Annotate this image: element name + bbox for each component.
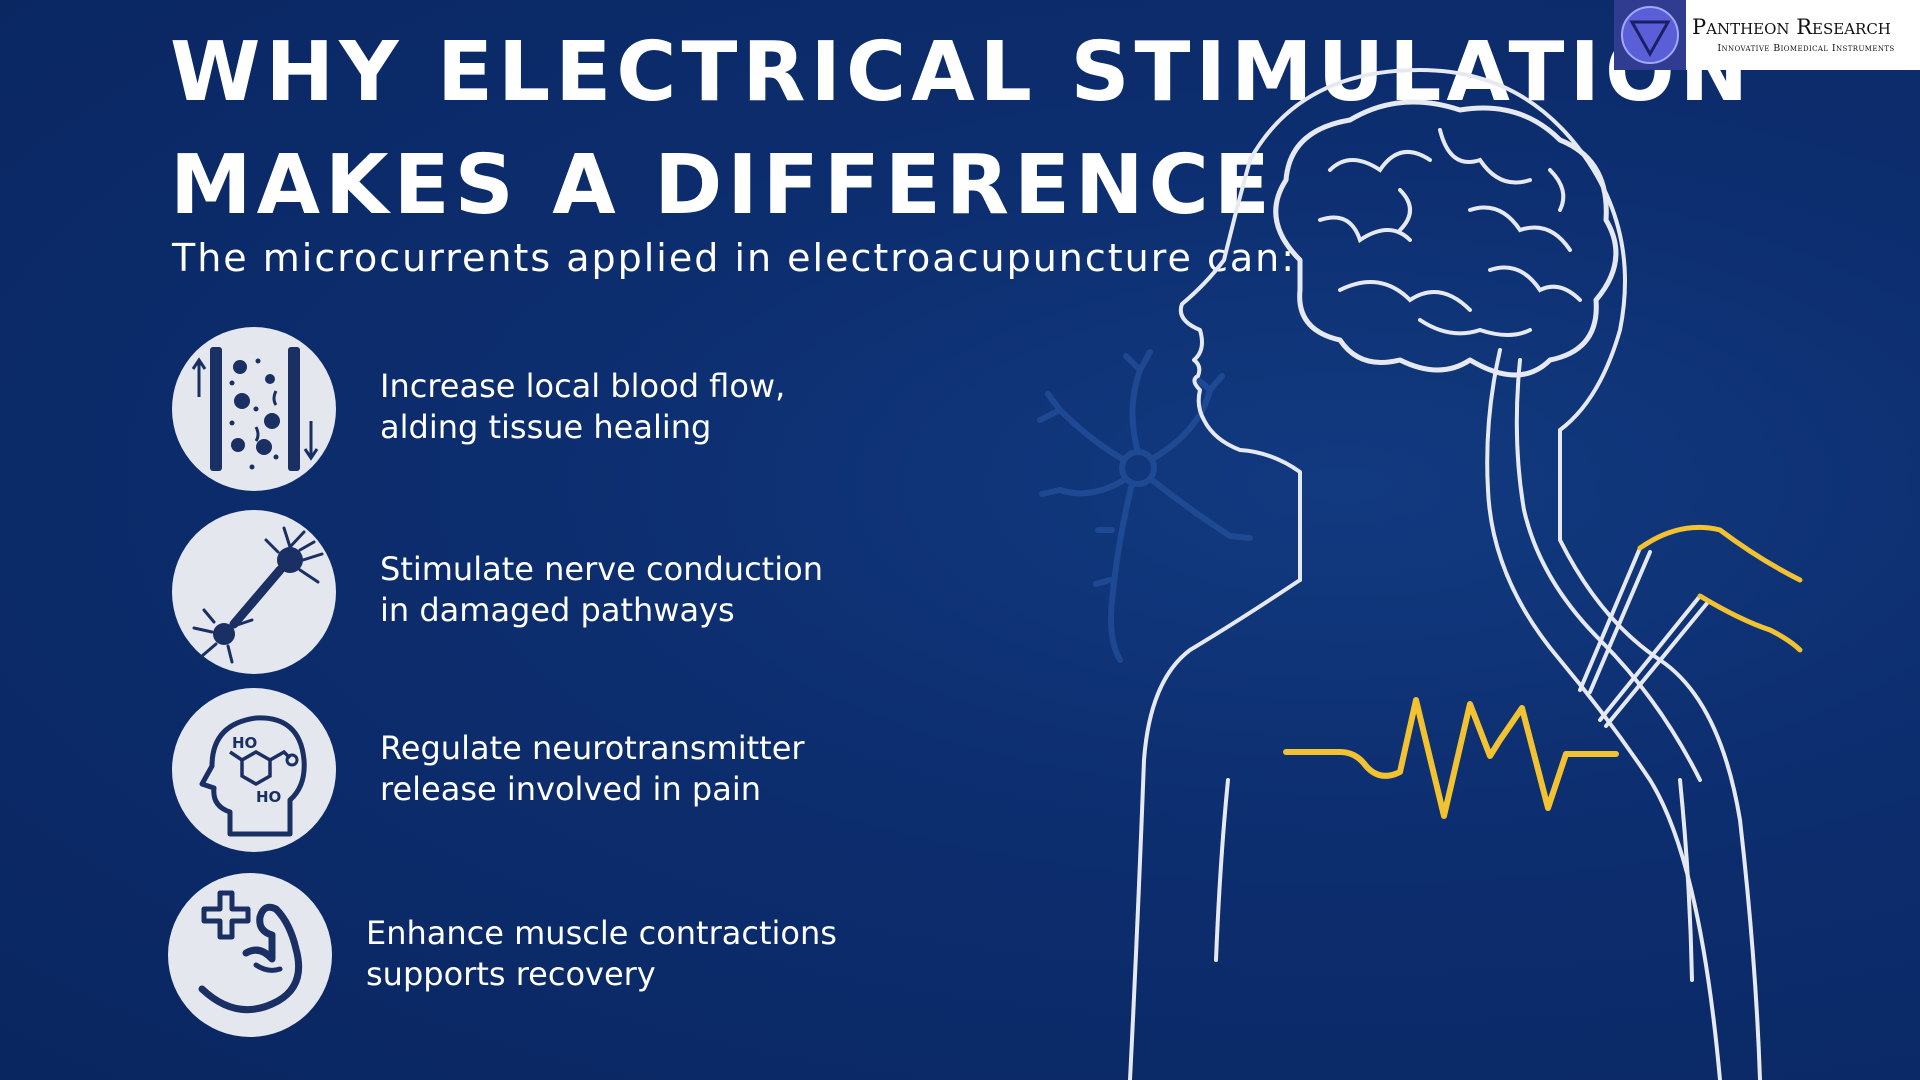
benefit-text-line: Regulate neurotransmitter <box>380 729 805 767</box>
benefit-muscle-contractions: Enhance muscle contractions supports rec… <box>366 913 837 995</box>
benefit-text-line: alding tissue healing <box>380 408 712 446</box>
triangle-in-circle-logo-icon <box>1614 0 1686 70</box>
head-molecule-icon: HO HO <box>172 688 336 852</box>
benefit-text-line: supports recovery <box>366 955 656 993</box>
page-title-line-1: Why Electrical Stimulation <box>170 25 1754 120</box>
logo-name: Pantheon Research <box>1692 15 1891 40</box>
benefit-neurotransmitter: Regulate neurotransmitter release involv… <box>380 728 805 810</box>
logo-tagline: Innovative Biomedical Instruments <box>1717 42 1895 54</box>
benefit-text-line: Stimulate nerve conduction <box>380 550 823 588</box>
blood-vessel-icon <box>172 327 336 491</box>
svg-text:HO: HO <box>256 788 281 806</box>
muscle-plus-icon <box>168 873 332 1037</box>
benefit-text-line: Increase local blood flow, <box>380 367 786 405</box>
benefit-blood-flow: Increase local blood flow, alding tissue… <box>380 366 785 448</box>
svg-text:HO: HO <box>232 734 257 752</box>
page-title-line-2: Makes a Difference <box>170 138 1275 233</box>
benefit-nerve-conduction: Stimulate nerve conduction in damaged pa… <box>380 549 823 631</box>
subtitle: The microcurrents applied in electroacup… <box>172 236 1297 280</box>
neuron-icon <box>172 510 336 674</box>
benefit-text-line: in damaged pathways <box>380 591 735 629</box>
logo-text: Pantheon Research Innovative Biomedical … <box>1686 0 1920 70</box>
brand-logo: Pantheon Research Innovative Biomedical … <box>1614 0 1920 70</box>
human-brain-outline-icon <box>1037 67 1803 1080</box>
benefit-text-line: release involved in pain <box>380 770 761 808</box>
benefit-text-line: Enhance muscle contractions <box>366 914 837 952</box>
